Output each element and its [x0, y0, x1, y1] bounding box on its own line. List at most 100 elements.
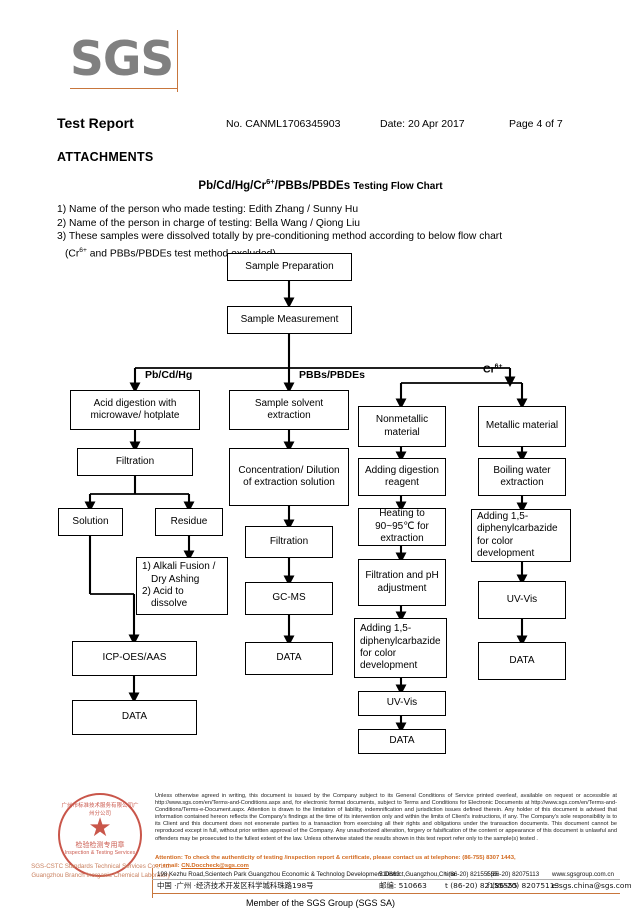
- footer-divider-middle: [152, 879, 620, 880]
- branch-label-pb-cd-hg: Pb/Cd/Hg: [145, 369, 193, 381]
- report-meta-row: Test Report No. CANML1706345903 Date: 20…: [0, 115, 641, 137]
- address-street-cn: 中国 ·广州 ·经济技术开发区科学城科珠路198号: [157, 881, 314, 890]
- flow-node-concentration-dilution[interactable]: Concentration/ Dilution of extraction so…: [229, 448, 349, 506]
- flow-chart-title-part2: /PBBs/PBDEs: [274, 179, 351, 192]
- flow-node-label: DATA: [276, 652, 302, 664]
- flow-node-label-line1: 1) Alkali Fusion /: [142, 561, 216, 573]
- flow-node-label-line4: dissolve: [151, 598, 188, 610]
- attention-line-1: Attention: To check the authenticity of …: [155, 855, 516, 861]
- address-fax-en: f (86-20) 82075113: [487, 871, 540, 878]
- doccheck-email-link[interactable]: CN.Doccheck@sgs.com: [181, 863, 249, 869]
- flow-node-label: DATA: [121, 711, 148, 723]
- address-tel-en: t (86-20) 82155555: [445, 871, 498, 878]
- flow-node-alkali-fusion[interactable]: 1) Alkali Fusion / Dry Ashing 2) Acid to…: [136, 557, 228, 615]
- page-title: Test Report: [57, 115, 134, 131]
- member-of-sgs-group: Member of the SGS Group (SGS SA): [245, 898, 396, 908]
- flow-node-label: Residue: [170, 515, 208, 527]
- attention-email-prefix: or email:: [155, 863, 182, 869]
- flow-node-label: Solution: [72, 515, 109, 527]
- lab-name-line-1: SGS-CSTC Standards Technical Services Co…: [31, 863, 171, 870]
- footer-divider-vertical: [152, 868, 153, 898]
- branch-label-cr6-sup: 6+: [494, 363, 503, 370]
- branch-label-cr6-pre: Cr: [483, 363, 495, 376]
- flow-node-label: Acid digestion with microwave/ hotplate: [90, 397, 180, 421]
- flow-node-metallic-material[interactable]: Metallic material: [478, 406, 566, 447]
- stamp-cn-text: 检验检测专用章: [75, 840, 125, 849]
- flow-node-data-pbbs[interactable]: DATA: [245, 642, 333, 675]
- testing-flow-chart: Sample Preparation Sample Measurement Pb…: [58, 253, 571, 754]
- flow-node-label: Nonmetallic material: [375, 414, 429, 438]
- page-header: SGS Test Report No. CANML1706345903 Date…: [0, 0, 641, 145]
- flow-node-solution[interactable]: Solution: [58, 508, 123, 536]
- sgs-logo-text: SGS: [70, 32, 174, 87]
- flow-node-label: ICP-OES/AAS: [102, 652, 167, 664]
- note-cont-pre: (Cr: [65, 248, 80, 260]
- flow-node-heating[interactable]: Heating to 90~95℃ for extraction: [358, 508, 446, 546]
- address-street-en: 198 Kezhu Road,Scientech Park Guangzhou …: [157, 871, 456, 878]
- flow-node-label: Sample solvent extraction: [254, 397, 324, 421]
- lab-name-line-2: Guangzhou Branch Inorganic Chemical Labo…: [31, 872, 171, 879]
- note-item: 1) Name of the person who made testing: …: [57, 204, 359, 215]
- flow-chart-title-sup: 6+: [266, 177, 275, 186]
- note-cont-post: and PBBs/PBDEs test method excluded).: [86, 248, 279, 260]
- flow-node-label: Adding digestion reagent: [365, 464, 439, 488]
- flow-node-boiling-water-extraction[interactable]: Boiling water extraction: [478, 458, 566, 496]
- stamp-en-text: Inspection & Testing Services: [64, 850, 136, 857]
- logo-horizontal-rule: [70, 88, 178, 89]
- flow-node-nonmetallic-material[interactable]: Nonmetallic material: [358, 406, 446, 447]
- flow-node-label: DATA: [389, 735, 415, 747]
- flow-node-label: Sample Measurement: [240, 313, 339, 325]
- address-postcode-en: 510663: [379, 871, 400, 878]
- footer-divider-bottom: [152, 893, 620, 894]
- report-date: Date: 20 Apr 2017: [380, 118, 465, 130]
- flow-node-label: Metallic material: [485, 420, 559, 432]
- flow-node-label: DATA: [509, 654, 535, 666]
- branch-label-pbbs-pbdes: PBBs/PBDEs: [299, 369, 365, 381]
- flow-node-sample-measurement[interactable]: Sample Measurement: [227, 306, 352, 334]
- flow-node-sample-preparation[interactable]: Sample Preparation: [227, 253, 352, 281]
- flow-node-uv-vis-nonmetallic[interactable]: UV-Vis: [358, 691, 446, 716]
- flow-node-label: GC-MS: [272, 592, 306, 604]
- attention-notice: Attention: To check the authenticity of …: [155, 854, 617, 870]
- flow-node-label: Adding 1,5-diphenylcarbazide for color d…: [477, 510, 558, 559]
- flow-node-label-line2: Dry Ashing: [151, 573, 200, 585]
- flow-node-acid-digestion[interactable]: Acid digestion with microwave/ hotplate: [70, 390, 200, 430]
- flow-node-label-group: 1) Alkali Fusion / Dry Ashing 2) Acid to…: [142, 561, 215, 611]
- note-item-continuation: (Cr6+ and PBBs/PBDEs test method exclude…: [57, 244, 617, 261]
- legal-disclaimer: Unless otherwise agreed in writing, this…: [155, 793, 617, 842]
- flow-node-label: Concentration/ Dilution of extraction so…: [238, 464, 340, 488]
- flow-node-adding-dpc-metallic[interactable]: Adding 1,5-diphenylcarbazide for color d…: [471, 509, 571, 562]
- note-item: 2) Name of the person in charge of testi…: [57, 217, 360, 229]
- flow-node-adding-digestion-reagent[interactable]: Adding digestion reagent: [358, 458, 446, 496]
- attachments-heading: ATTACHMENTS: [57, 150, 154, 164]
- sgs-logo: SGS: [70, 32, 182, 90]
- note-item: 3) These samples were dissolved totally …: [57, 231, 503, 243]
- flow-node-residue[interactable]: Residue: [155, 508, 223, 536]
- flow-node-label: Filtration: [269, 535, 309, 547]
- flow-node-data-metallic[interactable]: DATA: [478, 642, 566, 680]
- flow-node-sample-solvent-extraction[interactable]: Sample solvent extraction: [229, 390, 349, 430]
- flow-chart-title-part1: Pb/Cd/Hg/Cr: [198, 179, 267, 192]
- flow-node-icp-oes-aas[interactable]: ICP-OES/AAS: [72, 641, 197, 676]
- address-web-en: www.sgsgroup.com.cn: [552, 871, 614, 878]
- flow-node-adding-dpc-nonmetallic[interactable]: Adding 1,5-diphenylcarbazide for color d…: [354, 618, 447, 678]
- flow-node-gc-ms[interactable]: GC-MS: [245, 582, 333, 615]
- address-email-cn: e sgs.china@sgs.com: [552, 881, 632, 890]
- flow-node-filtration-ph[interactable]: Filtration and pH adjustment: [358, 559, 446, 606]
- flow-node-data-pb[interactable]: DATA: [72, 700, 197, 735]
- logo-vertical-rule: [177, 30, 178, 92]
- flow-node-label: Adding 1,5-diphenylcarbazide for color d…: [360, 623, 441, 672]
- attention-line-2: or email: CN.Doccheck@sgs.com: [155, 862, 617, 870]
- page-number: Page 4 of 7: [509, 118, 563, 130]
- address-fax-cn: f (86-20) 82075113: [487, 881, 560, 890]
- flow-node-data-nonmetallic[interactable]: DATA: [358, 729, 446, 754]
- note-cont-sup: 6+: [79, 246, 87, 254]
- flow-node-label: Sample Preparation: [245, 260, 334, 272]
- flow-node-filtration-pbbs[interactable]: Filtration: [245, 526, 333, 558]
- flow-node-uv-vis-metallic[interactable]: UV-Vis: [478, 581, 566, 619]
- address-postcode-cn: 邮编: 510663: [379, 881, 427, 890]
- flow-chart-title-part3: Testing Flow Chart: [353, 180, 443, 192]
- flow-node-label: Heating to 90~95℃ for extraction: [375, 508, 429, 545]
- flow-node-filtration-pb[interactable]: Filtration: [77, 448, 193, 476]
- flow-node-label: Boiling water extraction: [493, 464, 551, 488]
